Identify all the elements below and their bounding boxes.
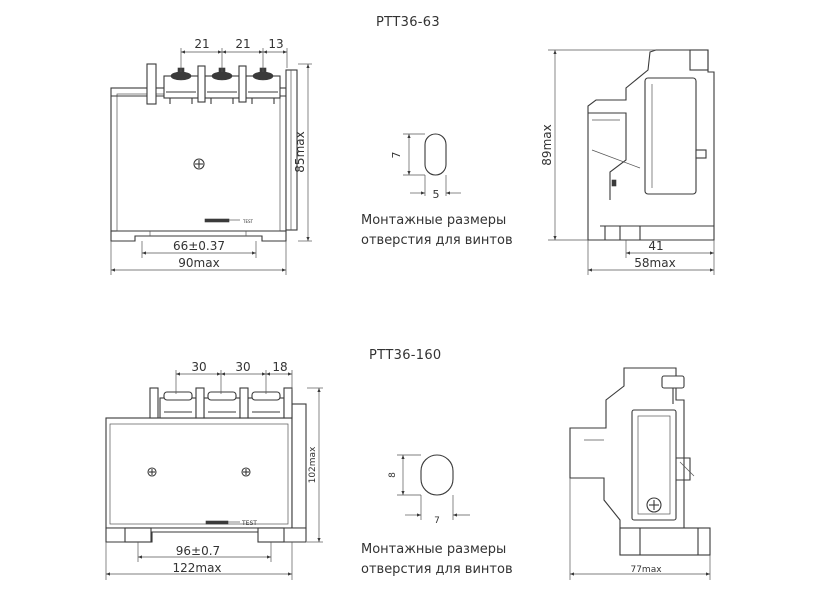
bottom-front-view: TEST [105,387,307,543]
bottom-side-view [569,367,711,556]
bottom-caption-line-2: отверстия для винтов [361,562,513,577]
top-front-dimensions: 21 21 13 85max 66±0.37 90max [110,37,312,275]
adjust-screw [193,158,205,170]
bottom-dim-d1: 30 [191,360,206,374]
bottom-dim-width: 122max [172,561,221,575]
bottom-caption-line-1: Монтажные размеры [361,542,507,557]
top-dim-side-height: 89max [540,124,554,165]
top-dim-width: 90max [178,256,219,270]
top-mount-hole: 7 5 [390,133,461,201]
bottom-front-dimensions: 30 30 18 102max 96±0.7 122max [105,360,323,580]
top-hole-caption: Монтажные размеры отверстия для винтов [361,211,513,251]
bottom-model-title: РТТ36-160 [369,348,442,363]
top-hole-h: 7 [390,152,403,159]
bottom-dim-d2: 30 [235,360,250,374]
top-dim-d1: 21 [194,37,209,51]
top-hole-w: 5 [433,188,440,201]
bottom-hole-h: 8 [388,472,398,478]
bottom-dim-side-depth: 77max [630,565,662,575]
top-model-title: РТТ36-63 [376,15,440,30]
mount-screw-right [241,467,251,477]
top-dim-d2: 21 [235,37,250,51]
top-dim-height: 85max [293,131,307,172]
top-side-view [587,49,715,241]
terminal-6 [247,391,285,419]
bottom-dim-height: 102max [308,446,318,483]
bottom-mount-hole: 8 7 [388,454,470,526]
top-dim-side-depth2: 58max [634,256,675,270]
top-caption-line-1: Монтажные размеры [361,213,507,228]
mount-screw-left [147,467,157,477]
bottom-dim-d3: 18 [272,360,287,374]
top-dim-mount: 66±0.37 [173,239,225,253]
top-dim-d3: 13 [268,37,283,51]
bottom-side-dimensions: 77max [569,478,711,580]
terminal-4 [159,391,197,419]
top-front-view [110,63,298,242]
bottom-test-label: TEST [241,520,257,527]
bottom-hole-w: 7 [434,516,440,526]
side-screw [646,497,662,513]
top-side-dimensions: 89max 41 58max [540,49,715,275]
terminal-5 [203,391,241,419]
top-dim-side-depth1: 41 [648,239,663,253]
bottom-hole-caption: Монтажные размеры отверстия для винтов [361,540,513,580]
bottom-dim-mount: 96±0.7 [176,544,220,558]
top-caption-line-2: отверстия для винтов [361,233,513,248]
